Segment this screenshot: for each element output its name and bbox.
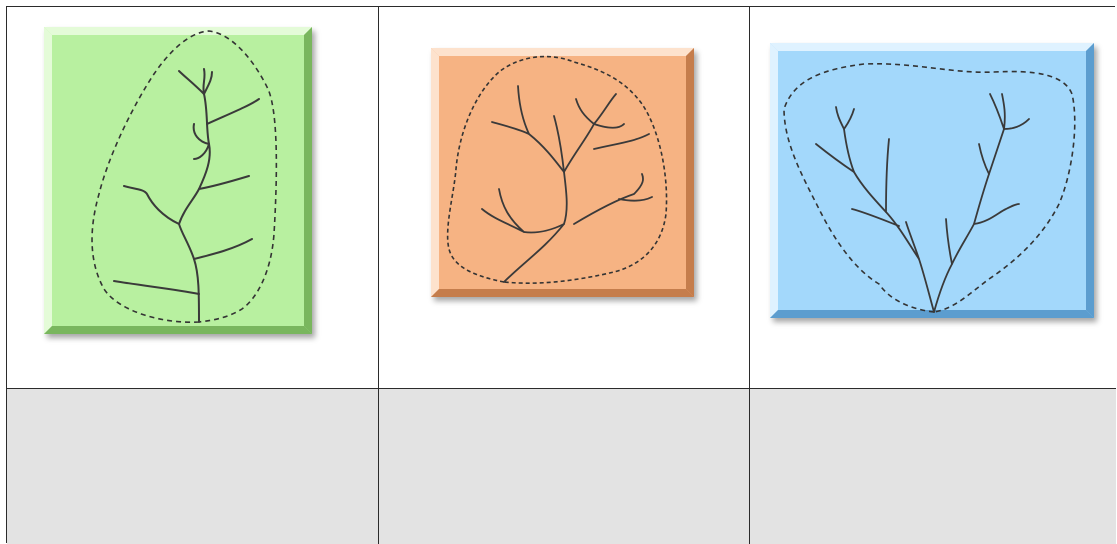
cell-bottom-2 [379, 389, 750, 544]
diagram-table [6, 6, 1115, 543]
cell-top-2 [379, 7, 750, 389]
cell-bottom-1 [7, 389, 379, 544]
cell-top-1 [7, 7, 379, 389]
cell-bottom-3 [750, 389, 1116, 544]
cell-top-3 [750, 7, 1116, 389]
